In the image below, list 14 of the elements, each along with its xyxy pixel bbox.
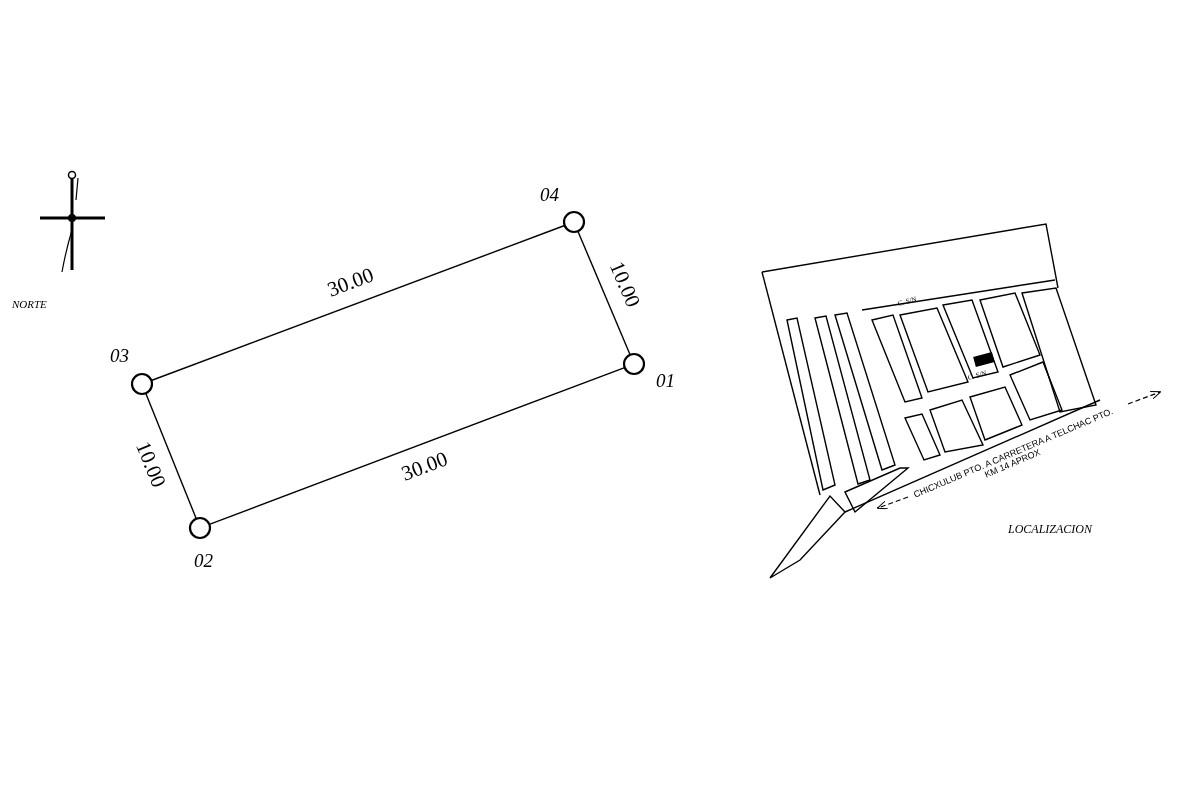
edge-label: 10.00 bbox=[130, 437, 172, 491]
edge-label: 10.00 bbox=[603, 257, 646, 312]
map-title: LOCALIZACION bbox=[1008, 522, 1093, 537]
edge-label: 30.00 bbox=[398, 446, 452, 487]
boundary-line bbox=[208, 366, 626, 526]
boundary-line bbox=[150, 224, 566, 382]
point-label: 03 bbox=[110, 345, 129, 367]
point-label: 02 bbox=[194, 550, 213, 572]
boundary-line bbox=[145, 392, 197, 520]
north-label: NORTE bbox=[12, 298, 47, 310]
boundary-line bbox=[577, 230, 631, 356]
point-label: 01 bbox=[656, 370, 675, 392]
point-label: 04 bbox=[540, 184, 559, 206]
edge-label: 30.00 bbox=[323, 262, 377, 303]
